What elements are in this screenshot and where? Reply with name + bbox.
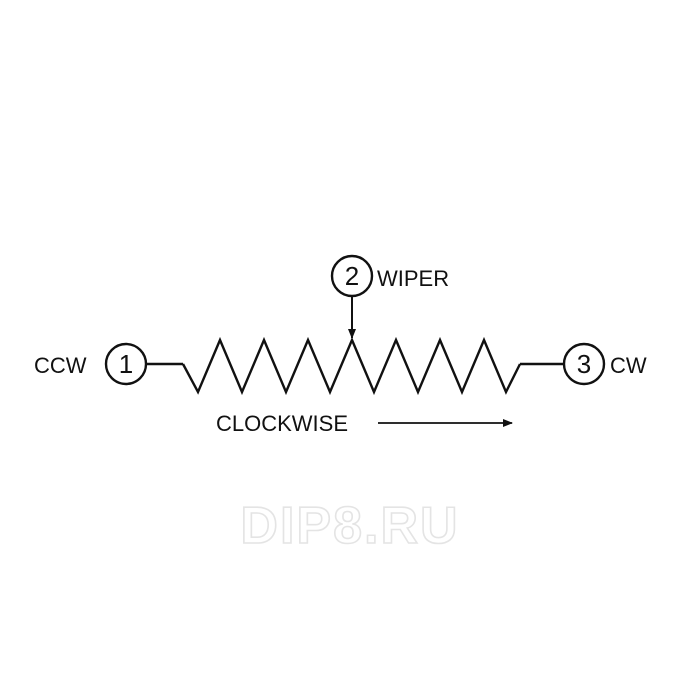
cw-label: CW bbox=[610, 353, 647, 378]
pin-2-number: 2 bbox=[345, 261, 359, 291]
resistor-zigzag bbox=[181, 336, 522, 396]
pin-3-circle bbox=[562, 342, 606, 386]
clockwise-label: CLOCKWISE bbox=[216, 411, 348, 436]
wiper-label: WIPER bbox=[377, 266, 449, 291]
watermark-text: DIP8.RU bbox=[240, 497, 459, 555]
ccw-label: CCW bbox=[34, 353, 87, 378]
pin-1-number: 1 bbox=[119, 349, 133, 379]
pin-3-number: 3 bbox=[577, 349, 591, 379]
